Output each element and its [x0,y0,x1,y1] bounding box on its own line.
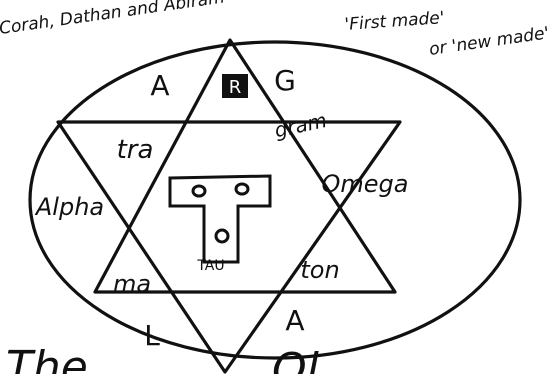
right-note-line1: 'First made' [344,8,445,35]
tau-figure [170,176,270,262]
label-bottom-right: A [285,304,304,337]
bottom-partial-left: The [6,342,88,374]
downward-triangle [58,122,400,372]
label-top-left: A [150,69,169,102]
apex-letter: R [229,77,242,98]
bottom-partial-right: Ol [272,344,320,374]
right-note-line2: or 'new made' [428,23,551,60]
label-right: Omega [322,170,409,198]
label-upper-left-tri: tra [117,135,154,165]
label-bottom-left: L [144,319,160,352]
label-upper-right-tri: gram [272,108,328,142]
label-center: TAU [196,258,224,274]
apex-box: R [222,74,248,98]
label-lower-right-tri: ton [300,256,339,284]
label-left: Alpha [34,193,104,221]
label-lower-left-tri: ma [113,270,151,298]
top-note: Corah, Dathan and Abiram [0,0,226,39]
label-top-right: G [274,64,296,97]
